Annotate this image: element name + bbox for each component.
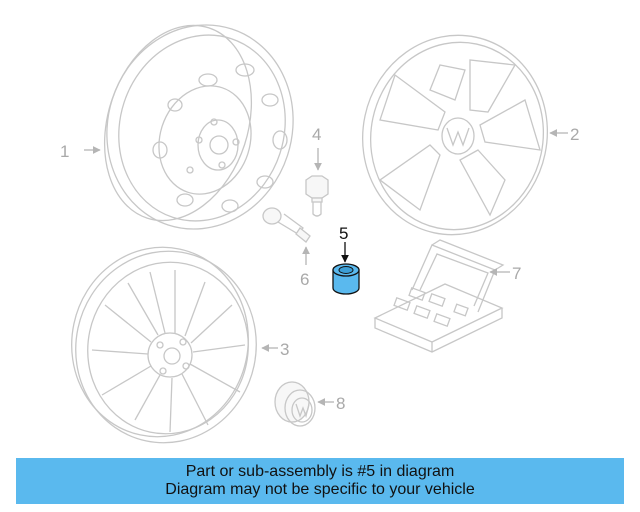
banner-line-2: Diagram may not be specific to your vehi… [165, 481, 475, 498]
callout-number: 8 [336, 394, 345, 413]
locking-bolt-cap[interactable] [332, 263, 360, 295]
callout-number: 7 [512, 264, 521, 283]
callout-number: 6 [300, 270, 309, 289]
callout-number: 4 [312, 125, 321, 144]
lug-bolt[interactable] [305, 175, 329, 217]
center-cap[interactable] [274, 381, 316, 427]
wheel-cover[interactable] [344, 18, 566, 252]
tire-valve[interactable] [262, 207, 311, 243]
info-banner: Part or sub-assembly is #5 in diagram Di… [16, 458, 624, 504]
alloy-wheel[interactable] [54, 231, 274, 460]
callout-number: 2 [570, 125, 579, 144]
callout-number-highlighted: 5 [339, 224, 348, 243]
banner-line-1: Part or sub-assembly is #5 in diagram [185, 463, 455, 480]
callout-number: 3 [280, 340, 289, 359]
locking-bolt-kit[interactable] [373, 239, 505, 353]
steel-wheel[interactable] [81, 1, 320, 254]
callout-number: 1 [60, 142, 69, 161]
